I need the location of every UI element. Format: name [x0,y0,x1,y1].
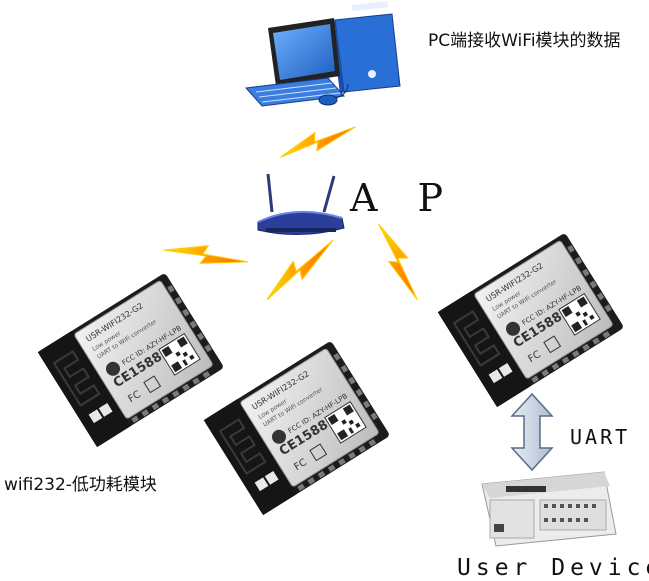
desktop-computer-icon [244,1,401,107]
wifi-module-left [36,271,226,449]
module-caption: wifi232-低功耗模块 [4,475,157,495]
user-device-label: User Device [457,555,649,581]
pc-caption: PC端接收WiFi模块的数据 [428,31,621,51]
lightning-bolt-icon [279,101,357,183]
wifi-module-middle [202,339,392,517]
lightning-bolt-icon [355,223,441,301]
double-arrow-icon [511,393,553,471]
uart-label: UART [570,425,631,449]
wifi-module-right [436,231,626,409]
lightning-bolt-icon [266,227,334,313]
wifi-router-icon [257,173,345,235]
plc-device-icon [481,471,617,547]
ap-label: A P [350,176,458,220]
lightning-bolt-icon [163,219,249,293]
